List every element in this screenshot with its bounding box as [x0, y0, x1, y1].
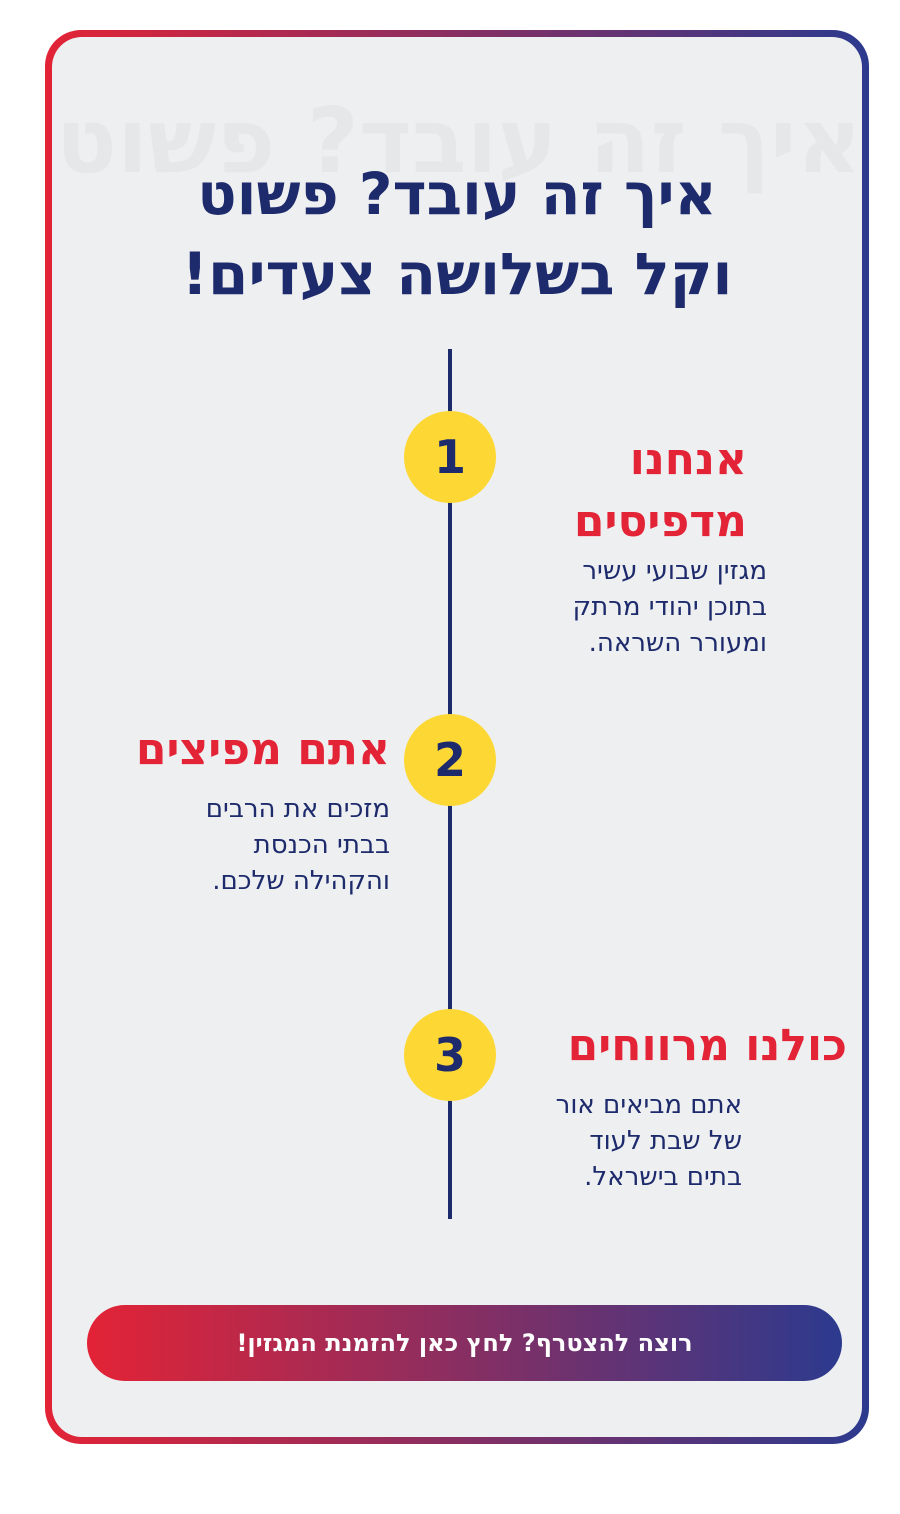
step-3-desc-line-2: של שבת לעוד — [589, 1126, 742, 1156]
step-3-description: אתם מביאים אור של שבת לעוד בתים בישראל. — [492, 1087, 742, 1195]
step-3-number-badge: 3 — [404, 1009, 496, 1101]
step-1-description: מגזין שבועי עשיר בתוכן יהודי מרתק ומעורר… — [492, 553, 767, 661]
step-3-desc-line-1: אתם מביאים אור — [555, 1090, 742, 1120]
card: איך זה עובד? פשוט וקל בשלושה צעדים! איך … — [52, 37, 862, 1437]
step-1-desc-line-3: ומעורר השראה. — [588, 628, 767, 658]
step-2-number-badge: 2 — [404, 714, 496, 806]
step-2-desc-line-2: בבתי הכנסת — [253, 830, 390, 860]
step-1-number-badge: 1 — [404, 411, 496, 503]
page-title-line-1: איך זה עובד? פשוט — [197, 160, 717, 228]
step-2-desc-line-1: מזכים את הרבים — [205, 794, 390, 824]
step-3-title: כולנו מרווחים — [567, 1020, 847, 1071]
step-3-desc-line-3: בתים בישראל. — [584, 1162, 742, 1192]
step-2-description: מזכים את הרבים בבתי הכנסת והקהילה שלכם. — [52, 791, 390, 899]
step-1-title-line-1: אנחנו — [629, 434, 747, 485]
page-title-line-2: וקל בשלושה צעדים! — [181, 240, 733, 308]
step-1-title-line-2: מדפיסים — [573, 496, 747, 547]
step-2-desc-line-3: והקהילה שלכם. — [212, 866, 390, 896]
step-1-desc-line-2: בתוכן יהודי מרתק — [572, 592, 767, 622]
step-2-title: אתם מפיצים — [135, 724, 390, 775]
join-magazine-order-button[interactable]: רוצה להצטרף? לחץ כאן להזמנת המגזין! — [87, 1305, 842, 1381]
step-1-title: אנחנו מדפיסים — [502, 429, 747, 553]
step-1-desc-line-1: מגזין שבועי עשיר — [582, 556, 767, 586]
page-title: איך זה עובד? פשוט וקל בשלושה צעדים! — [52, 154, 862, 314]
